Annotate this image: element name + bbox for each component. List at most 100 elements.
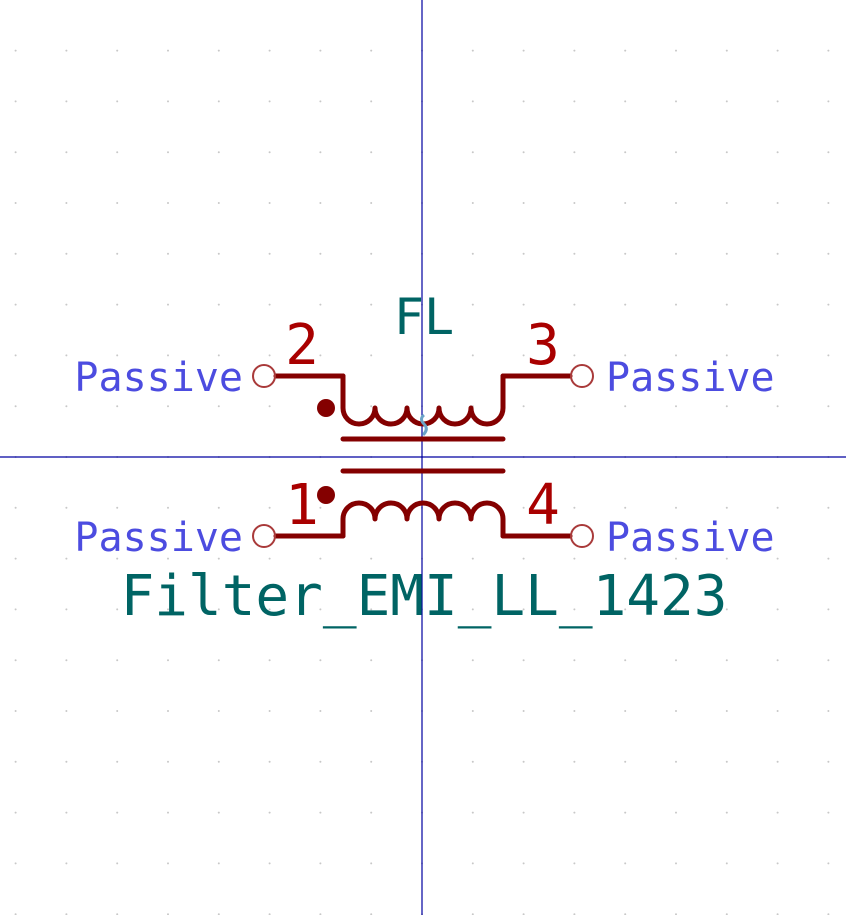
grid-dot (167, 202, 169, 204)
grid-dot (167, 557, 169, 560)
grid-dot (370, 151, 373, 154)
grid-dot (522, 49, 525, 52)
grid-dot (167, 760, 169, 763)
grid-dot (725, 862, 728, 865)
grid-dot (14, 202, 17, 204)
grid-dot (624, 354, 627, 357)
grid-dot (827, 862, 830, 865)
grid-dot (725, 303, 728, 306)
grid-dot (725, 608, 728, 611)
grid-dot (725, 202, 728, 204)
grid-dot (675, 49, 677, 52)
grid-dot (573, 202, 576, 204)
grid-dot (522, 608, 525, 611)
grid-dot (573, 252, 576, 255)
grid-dot (370, 710, 373, 712)
grid-dot (725, 811, 728, 814)
grid-dot (167, 303, 169, 306)
grid-dot (725, 710, 728, 712)
grid-dot (116, 151, 119, 154)
grid-dot (116, 506, 119, 509)
grid-dot (65, 405, 68, 408)
grid-dot (268, 506, 271, 509)
grid-dot (776, 811, 779, 814)
grid-dot (573, 811, 576, 814)
grid-dot (776, 405, 779, 408)
grid-dot (471, 710, 474, 712)
pin-3-endpoint[interactable] (570, 364, 594, 388)
grid-dot (319, 659, 322, 662)
grid-dot (217, 608, 220, 611)
pin-2-endpoint[interactable] (252, 364, 276, 388)
grid-dot (268, 710, 271, 712)
grid-dot (65, 862, 68, 865)
grid-dot (65, 303, 68, 306)
grid-dot (116, 303, 119, 306)
grid-dot (370, 100, 373, 103)
pin-4-endpoint[interactable] (570, 524, 594, 548)
pin-1-endpoint[interactable] (252, 524, 276, 548)
grid-dot (675, 506, 677, 509)
grid-dot (624, 303, 627, 306)
grid-dot (776, 760, 779, 763)
grid-dot (167, 608, 169, 611)
grid-dot (522, 506, 525, 509)
grid-dot (370, 202, 373, 204)
grid-dot (319, 862, 322, 865)
grid-dot (624, 811, 627, 814)
grid-dot (370, 659, 373, 662)
grid-dot (319, 710, 322, 712)
grid-dot (167, 405, 169, 408)
grid-dot (471, 100, 474, 103)
grid-dot (573, 405, 576, 408)
grid-dot (65, 659, 68, 662)
grid-dot (319, 760, 322, 763)
grid-dot (573, 506, 576, 509)
value-field[interactable]: Filter_EMI_LL_1423 (121, 564, 728, 629)
grid-dot (675, 710, 677, 712)
grid-dot (167, 151, 169, 154)
grid-dot (268, 405, 271, 408)
grid-dot (268, 202, 271, 204)
grid-dot (217, 202, 220, 204)
grid-dot (217, 405, 220, 408)
grid-dot (65, 202, 68, 204)
grid-dot (624, 760, 627, 763)
reference-designator[interactable]: FL (394, 288, 454, 346)
grid-dot (471, 354, 474, 357)
grid-dot (624, 557, 627, 560)
grid-dot (471, 252, 474, 255)
grid-dot (14, 49, 17, 52)
grid-dot (827, 405, 830, 408)
grid-dot (573, 303, 576, 306)
grid-dot (675, 608, 677, 611)
grid-dot (573, 659, 576, 662)
grid-dot (116, 49, 119, 52)
grid-dot (827, 252, 830, 255)
grid-dot (217, 659, 220, 662)
grid-dot (471, 862, 474, 865)
filter-symbol-body[interactable] (273, 373, 573, 539)
grid-dot (14, 506, 17, 509)
grid-dot (116, 202, 119, 204)
grid-dot (725, 151, 728, 154)
grid-dot (65, 100, 68, 103)
grid-dot (268, 151, 271, 154)
grid-dot (217, 49, 220, 52)
grid-dot (675, 862, 677, 865)
grid-dot (522, 405, 525, 408)
grid-dot (624, 252, 627, 255)
grid-dot (268, 354, 271, 357)
polarity-dot-top (317, 399, 335, 417)
grid-dot (624, 659, 627, 662)
grid-dot (827, 608, 830, 611)
grid-dot (827, 506, 830, 509)
polarity-dot-bottom (317, 486, 335, 504)
grid-dot (116, 354, 119, 357)
grid-dot (471, 303, 474, 306)
grid-dot (675, 354, 677, 357)
grid-dot (725, 100, 728, 103)
grid-dot (217, 354, 220, 357)
grid-dot (14, 151, 17, 154)
grid-dot (471, 811, 474, 814)
